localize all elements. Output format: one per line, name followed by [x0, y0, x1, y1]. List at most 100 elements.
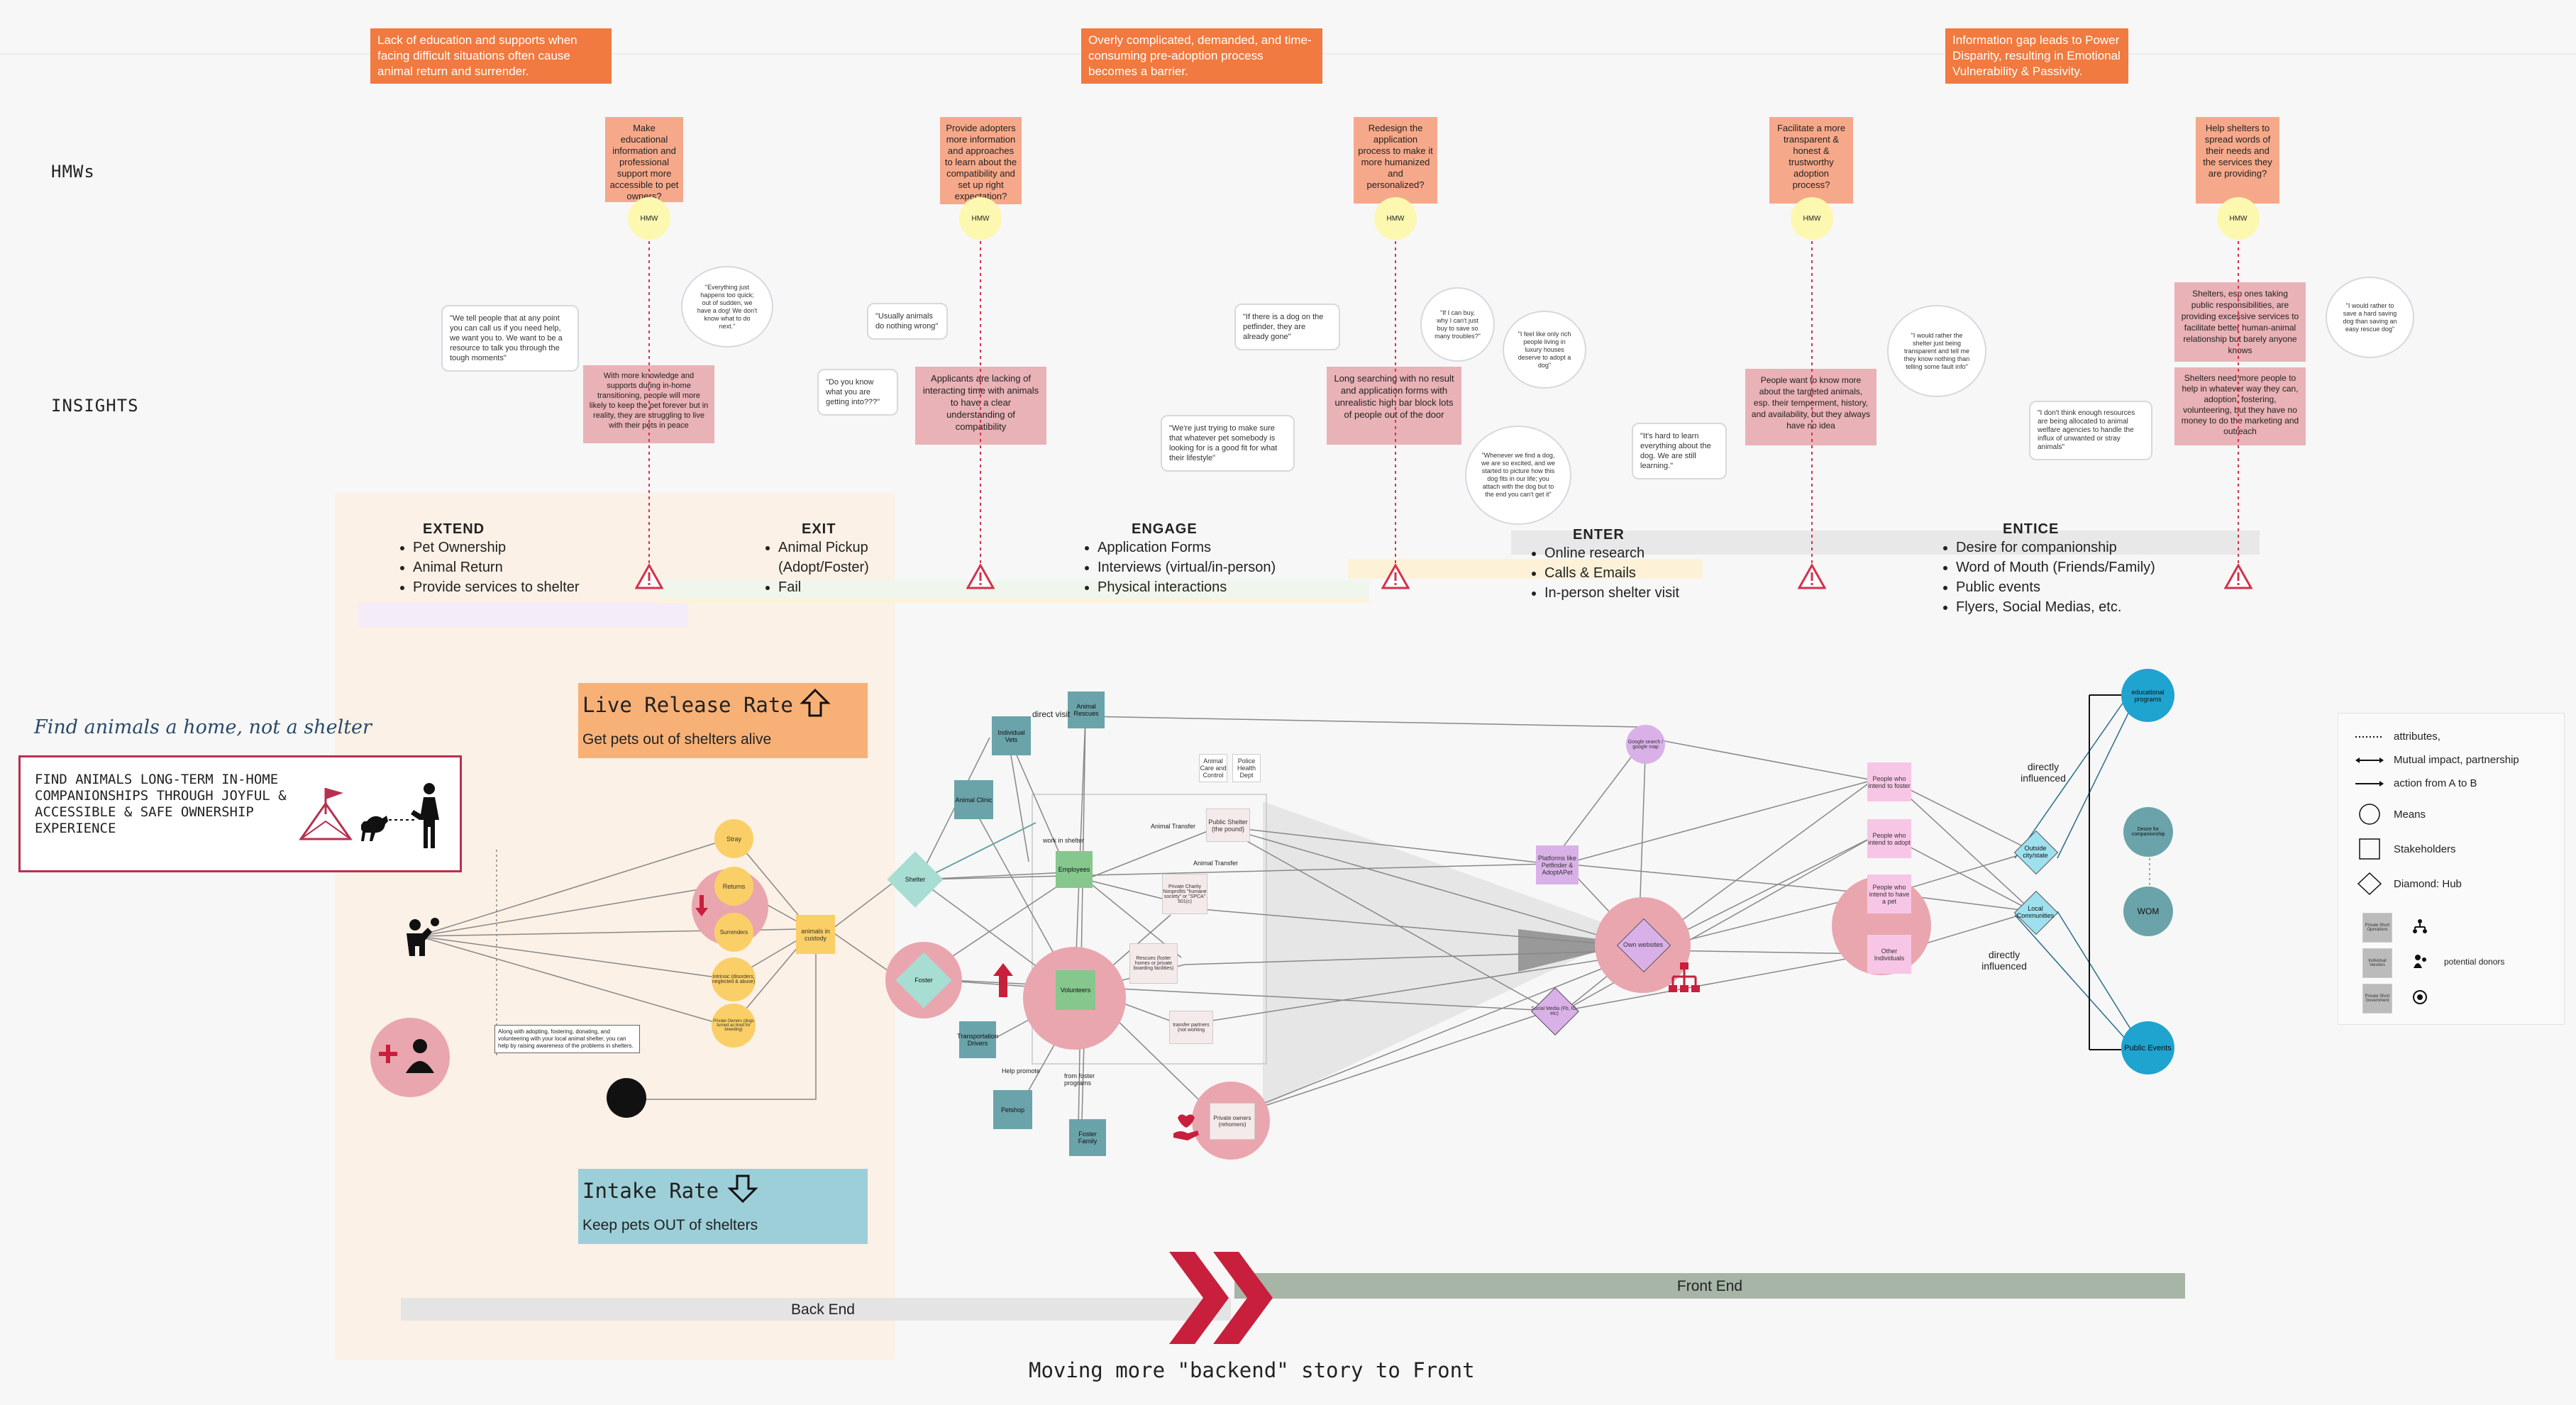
front-end-bar: Front End	[1234, 1273, 2185, 1299]
donation-circle	[607, 1078, 646, 1118]
target-icon	[2413, 990, 2427, 1004]
stage-engage: ENGAGE Application Forms Interviews (vir…	[1082, 521, 1276, 597]
quote-bubble: "Whenever we find a dog, we are so excit…	[1465, 426, 1571, 525]
transfer-partners-node: transfer partners (not working	[1169, 1011, 1213, 1044]
legend-row: attributes,	[2355, 731, 2564, 743]
employees-node: Employees	[1056, 851, 1093, 888]
stage-item: Pet Ownership	[413, 538, 580, 557]
edge-label: Help promote	[1002, 1067, 1041, 1074]
mission-heading: Find animals a home, not a shelter	[34, 716, 372, 738]
stage-list: Application Forms Interviews (virtual/in…	[1082, 538, 1276, 597]
edge-label: Animal Transfer	[1151, 823, 1196, 830]
stage-item: Public events	[1956, 577, 2155, 597]
diamond-icon	[2357, 872, 2382, 896]
private-owners-intake-node: Private Owners (dogs turned as bred for …	[712, 1004, 756, 1048]
stage-item: Desire for companionship	[1956, 538, 2155, 557]
stage-title: EXTEND	[423, 521, 485, 537]
surrenders-node: Surrenders	[714, 913, 753, 952]
legend-row: Stakeholders	[2355, 838, 2564, 860]
insight-3: Long searching with no result and applic…	[1327, 367, 1461, 445]
band-enter	[1348, 559, 1703, 579]
intrinsic-node: Intrinsic (disorders, neglected & abuse)	[712, 957, 756, 1001]
legend-label: Means	[2394, 808, 2426, 821]
edge-label: work in shelter	[1043, 837, 1085, 844]
stray-node: Stray	[714, 819, 753, 858]
insight-4: People want to know more about the targe…	[1745, 369, 1876, 445]
back-end-bar: Back End	[401, 1298, 1231, 1321]
flag-icon	[299, 788, 353, 840]
person-pet-icon	[407, 918, 439, 956]
stage-item: Calls & Emails	[1544, 563, 1679, 583]
band-entice	[1511, 531, 2260, 555]
legend-label: action from A to B	[2394, 777, 2477, 789]
legend-row: Mutual impact, partnership	[2355, 754, 2564, 766]
stage-title: ENTER	[1573, 527, 1625, 543]
intake-title: Intake Rate	[582, 1179, 719, 1203]
public-shelter-node: Public Shelter (the pound)	[1206, 809, 1250, 842]
stage-title: EXIT	[802, 521, 836, 537]
stage-extend: EXTEND Pet Ownership Animal Return Provi…	[397, 521, 580, 597]
stage-list: Desire for companionship Word of Mouth (…	[1940, 538, 2155, 617]
people-have-node: People who intend to have a pet	[1867, 874, 1911, 913]
dotted-line-icon	[2355, 735, 2384, 738]
legend-icon-box: Private Short Operations	[2362, 913, 2392, 943]
network-icon	[1669, 962, 1700, 992]
stage-item: Word of Mouth (Friends/Family)	[1956, 557, 2155, 577]
local-communities-label: Local Communities	[2016, 905, 2055, 919]
returns-node: Returns	[714, 867, 753, 906]
stage-list: Pet Ownership Animal Return Provide serv…	[397, 538, 580, 597]
edge-label: Animal Transfer	[1193, 860, 1239, 867]
arrow-down-red-icon	[695, 895, 708, 916]
insight-1: With more knowledge and supports during …	[583, 365, 714, 443]
quote-bubble: "If I can buy, why I can't just buy to s…	[1420, 287, 1495, 362]
dog-walker-icon	[361, 783, 439, 848]
other-individuals-node: Other Individuals	[1867, 935, 1911, 974]
animal-clinic-node: Animal Clinic	[954, 780, 993, 819]
network-small-icon	[2413, 919, 2427, 933]
stage-exit: EXIT Animal Pickup (Adopt/Foster) Fail	[763, 521, 934, 597]
arrow-down-icon	[727, 1174, 758, 1204]
platforms-node: Platforms like Petfinder & AdoptAPet	[1536, 845, 1579, 884]
educational-programs-node: educational programs	[2121, 669, 2174, 722]
social-media-label: Social Media (Fb, IG, etc)	[1531, 1006, 1578, 1016]
legend-row: action from A to B	[2355, 777, 2564, 789]
live-release-card: Live Release Rate Get pets out of shelte…	[578, 683, 868, 758]
hmw-dot-4: HMW	[1791, 197, 1833, 240]
hmw-sticky-2: Provide adopters more information and ap…	[940, 117, 1022, 204]
awareness-note: Along with adopting, fostering, donating…	[494, 1025, 640, 1053]
police-node: Police Health Dept	[1232, 754, 1261, 782]
legend-label: Mutual impact, partnership	[2394, 754, 2519, 766]
front-end-label: Front End	[1676, 1278, 1743, 1294]
mission-statement: FIND ANIMALS LONG-TERM IN-HOME COMPANION…	[35, 772, 287, 836]
stage-item: Online research	[1544, 543, 1679, 563]
public-events-node: Public Events	[2121, 1021, 2174, 1074]
legend-icons: Private Short Operations Individual Vend…	[2355, 907, 2564, 1021]
donor-icon	[2414, 955, 2426, 968]
individual-vets-node: Individual Vets	[992, 716, 1031, 755]
band-engage	[660, 580, 1369, 599]
legend-donors-label: potential donors	[2444, 957, 2505, 967]
stage-item: Flyers, Social Medias, etc.	[1956, 597, 2155, 617]
footer-caption: Moving more "backend" story to Front	[1029, 1358, 1475, 1382]
hmw-dot-5: HMW	[2217, 197, 2260, 240]
warning-icon	[1798, 564, 1826, 589]
outside-city-label: Outside city/state	[2023, 845, 2048, 859]
edge-label: direct visit	[1032, 709, 1071, 719]
quote-bubble: "Do you know what you are getting into??…	[817, 369, 898, 416]
wom-node: WOM	[2123, 887, 2173, 936]
legend-icon-box: Private Short Government	[2362, 984, 2392, 1014]
warning-icon	[635, 564, 663, 589]
stage-entice: ENTICE Desire for companionship Word of …	[1940, 521, 2155, 617]
pain-point-3: Information gap leads to Power Disparity…	[1945, 28, 2128, 84]
legend-row: Means	[2355, 802, 2564, 826]
insights-label: INSIGHTS	[51, 396, 139, 416]
volunteers-node: Volunteers	[1056, 970, 1095, 1010]
hmw-sticky-3: Redesign the application process to make…	[1354, 117, 1437, 204]
stage-item: Physical interactions	[1098, 577, 1276, 597]
mission-box: FIND ANIMALS LONG-TERM IN-HOME COMPANION…	[18, 755, 462, 872]
quote-bubble: "We tell people that at any point you ca…	[441, 305, 579, 372]
quote-bubble: "Everything just happens too quick; out …	[681, 266, 773, 348]
transport-drivers-node: Transportation Drivers	[957, 1021, 998, 1058]
foster-family-node: Foster Family	[1069, 1119, 1106, 1156]
